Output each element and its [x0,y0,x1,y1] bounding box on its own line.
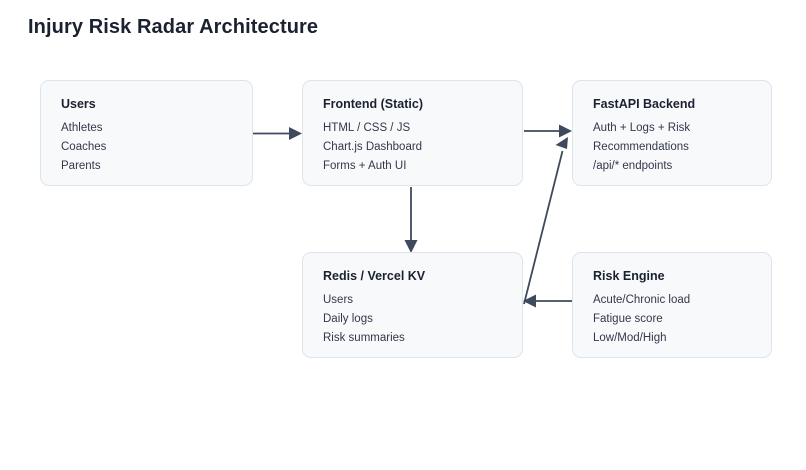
node-fastapi-backend[interactable]: FastAPI Backend Auth + Logs + Risk Recom… [572,80,772,186]
node-frontend-line-2: Chart.js Dashboard [323,141,423,153]
node-risk-engine[interactable]: Risk Engine Acute/Chronic load Fatigue s… [572,252,772,358]
node-fastapi-backend-lines: Auth + Logs + Risk Recommendations /api/… [593,119,763,176]
node-redis-vercel-kv-title: Redis / Vercel KV [323,269,426,283]
edge-frontend-to-backend [524,124,572,138]
node-frontend-title: Frontend (Static) [323,97,423,111]
node-users[interactable]: Users Athletes Coaches Parents [40,80,253,186]
node-frontend-line-1: HTML / CSS / JS [323,122,411,134]
node-fastapi-backend-line-3: /api/* endpoints [593,160,673,172]
node-risk-engine-line-3: Low/Mod/High [593,332,667,344]
node-redis-vercel-kv-line-2: Daily logs [323,313,373,325]
node-users-line-1: Athletes [61,122,103,134]
node-frontend[interactable]: Frontend (Static) HTML / CSS / JS Chart.… [302,80,523,186]
node-risk-engine-line-1: Acute/Chronic load [593,294,691,306]
edge-frontend-to-redis [404,187,418,253]
node-fastapi-backend-line-1: Auth + Logs + Risk [593,122,691,134]
node-risk-engine-title: Risk Engine [593,269,665,283]
node-redis-vercel-kv-line-3: Risk summaries [323,332,405,344]
node-fastapi-backend-title: FastAPI Backend [593,97,696,111]
node-users-line-3: Parents [61,160,101,172]
node-frontend-line-3: Forms + Auth UI [323,160,407,172]
node-redis-vercel-kv-line-1: Users [323,294,354,306]
node-frontend-lines: HTML / CSS / JS Chart.js Dashboard Forms… [323,119,514,176]
page-title: Injury Risk Radar Architecture [28,16,319,38]
node-fastapi-backend-line-2: Recommendations [593,141,689,153]
edge-redis-to-backend [523,137,568,305]
edge-risk-engine-to-redis [523,294,572,308]
node-risk-engine-line-2: Fatigue score [593,313,663,325]
node-users-title: Users [61,97,96,111]
node-users-line-2: Coaches [61,141,107,153]
node-users-lines: Athletes Coaches Parents [61,119,244,176]
node-risk-engine-lines: Acute/Chronic load Fatigue score Low/Mod… [593,291,763,348]
node-redis-vercel-kv-lines: Users Daily logs Risk summaries [323,291,514,348]
node-redis-vercel-kv[interactable]: Redis / Vercel KV Users Daily logs Risk … [302,252,523,358]
